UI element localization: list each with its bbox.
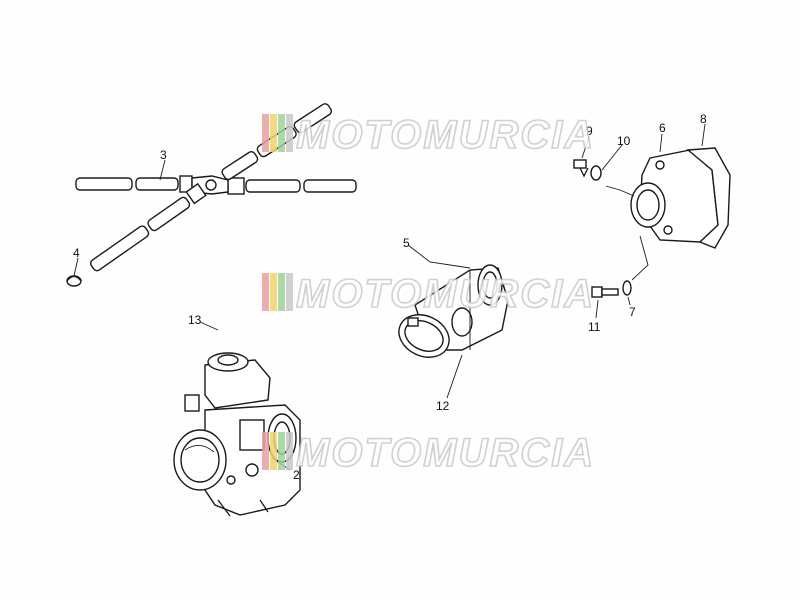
callout-3: 3 xyxy=(160,148,167,162)
watermark-bottom: MOTOMURCIA xyxy=(262,430,595,476)
washer-bottom[interactable] xyxy=(622,280,632,296)
callout-12: 12 xyxy=(436,399,450,413)
watermark-middle: MOTOMURCIA xyxy=(262,271,595,317)
leader-lines xyxy=(73,123,706,471)
watermark-top: MOTOMURCIA xyxy=(262,112,595,158)
callout-labels: 2 3 4 5 6 7 8 9 10 11 12 13 xyxy=(73,112,707,482)
watermark-text: MOTOMURCIA xyxy=(296,113,595,157)
intake-flange[interactable] xyxy=(630,149,719,243)
callout-11: 11 xyxy=(588,320,601,334)
callout-6: 6 xyxy=(659,121,666,135)
callout-8: 8 xyxy=(700,112,707,126)
watermark-text: MOTOMURCIA xyxy=(296,272,595,316)
callout-7: 7 xyxy=(629,305,636,319)
screw-bottom[interactable] xyxy=(591,286,619,298)
callout-4: 4 xyxy=(73,246,80,260)
hose-clip[interactable] xyxy=(66,275,82,287)
flange-gasket[interactable] xyxy=(686,147,731,249)
callout-10: 10 xyxy=(617,134,631,148)
callout-5: 5 xyxy=(403,236,410,250)
callout-9: 9 xyxy=(586,124,593,138)
washer-top[interactable] xyxy=(590,165,602,181)
callout-13: 13 xyxy=(188,313,202,327)
callout-2: 2 xyxy=(293,468,300,482)
manifold-clamp[interactable] xyxy=(392,307,456,365)
screw-top[interactable] xyxy=(573,159,589,178)
vent-tube[interactable] xyxy=(186,303,266,379)
watermark-text: MOTOMURCIA xyxy=(296,431,595,475)
